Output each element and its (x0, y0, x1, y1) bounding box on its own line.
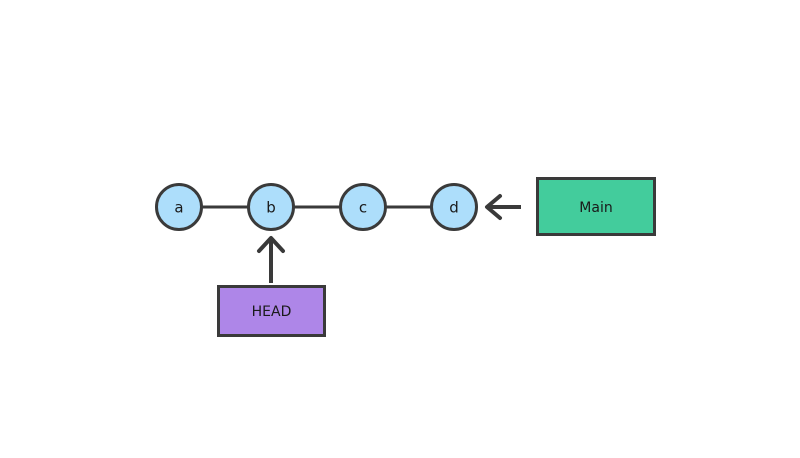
head-pointer-label: HEAD (252, 304, 292, 320)
head-pointer-box[interactable] (217, 285, 326, 337)
commit-circle-a[interactable] (155, 183, 203, 231)
commit-circle-b[interactable] (247, 183, 295, 231)
arrow-up-icon (257, 236, 285, 283)
commit-label-b: b (266, 199, 276, 217)
commit-node-a[interactable]: a (155, 183, 203, 231)
commit-label-a: a (174, 199, 183, 217)
branch-pointer-main-label: Main (579, 200, 612, 216)
commit-label-d: d (449, 199, 459, 217)
arrow-left-icon (485, 194, 521, 220)
commit-circle-c[interactable] (339, 183, 387, 231)
branch-pointer-main-box[interactable] (536, 177, 656, 236)
arrow-left-head (485, 194, 502, 220)
arrow-up-head (257, 236, 285, 253)
commit-node-b[interactable]: b (247, 183, 295, 231)
commit-node-d[interactable]: d (430, 183, 478, 231)
commit-node-c[interactable]: c (339, 183, 387, 231)
commit-label-c: c (359, 199, 367, 217)
head-pointer[interactable]: HEAD (217, 285, 326, 337)
branch-pointer-main[interactable]: Main (536, 177, 656, 236)
commit-circle-d[interactable] (430, 183, 478, 231)
